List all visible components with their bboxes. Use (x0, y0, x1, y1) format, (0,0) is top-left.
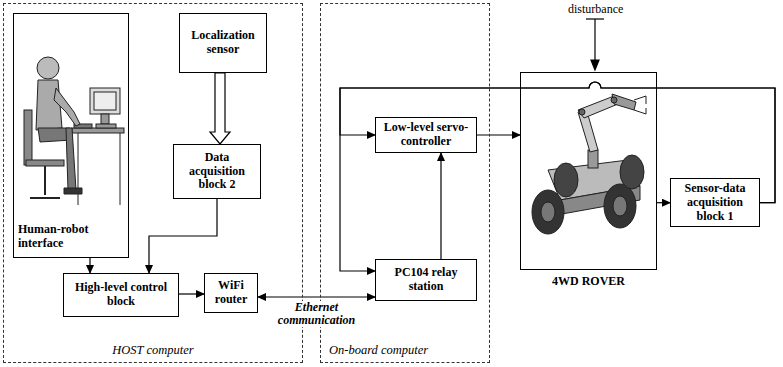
region-label: On-board computer (329, 343, 428, 358)
box-label: PC104 relay station (381, 266, 471, 294)
rover-box: 4WD ROVER (520, 72, 657, 270)
box-label: Localization sensor (185, 29, 261, 57)
process-box: High-level control block (63, 273, 179, 317)
process-box: PC104 relay station (375, 259, 477, 301)
box-label: Data acquisition block 2 (179, 151, 255, 192)
connector-arrow (149, 199, 217, 273)
disturbance-symbol (586, 19, 604, 70)
edge-label: Ethernet communication (269, 301, 365, 327)
box-label: Human-robot interface (18, 223, 124, 251)
connector-arrow (477, 134, 520, 135)
connector-arrow (657, 202, 670, 203)
box-label: WiFi router (210, 279, 252, 307)
connector-arrow (89, 258, 90, 273)
signal-label: disturbance (568, 2, 623, 17)
connector-arrow (179, 293, 204, 294)
sensor-box: Localization sensor (179, 13, 267, 73)
connector-arrow (440, 153, 441, 259)
router-box: WiFi router (204, 273, 258, 313)
box-label: Sensor-data acquisition block 1 (676, 182, 754, 223)
box-label: Low-level servo-controller (381, 121, 471, 149)
process-box: Sensor-data acquisition block 1 (670, 178, 760, 227)
connector-arrow (340, 82, 775, 271)
interface-box: Human-robot interface (13, 13, 129, 258)
operator-illustration (24, 57, 124, 205)
rover-illustration (532, 94, 646, 234)
region-label: HOST computer (4, 343, 302, 358)
host-region: HOST computer Human-robot interface Locali… (3, 3, 303, 363)
connector-arrow (258, 296, 375, 297)
box-label: High-level control block (69, 281, 173, 309)
box-label: 4WD ROVER (521, 275, 656, 289)
process-box: Data acquisition block 2 (173, 144, 261, 199)
process-box: Low-level servo-controller (375, 117, 477, 153)
hollow-arrow (210, 73, 230, 144)
